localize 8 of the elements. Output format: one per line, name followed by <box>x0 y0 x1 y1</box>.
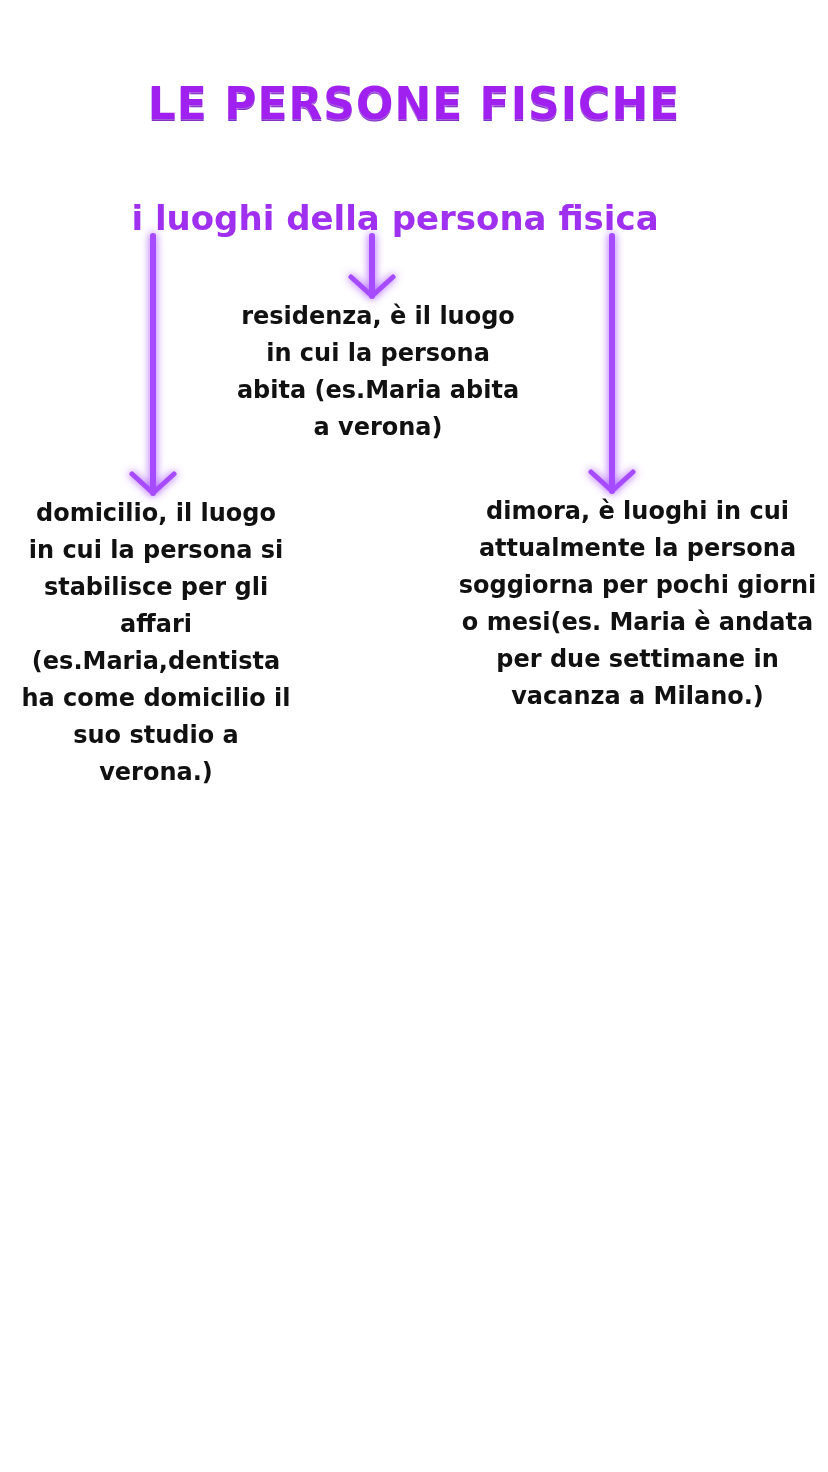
concept-text: dimora, è luoghi in cui attualmente la persona soggiorna per pochi giorni o mesi(es. Maria è andata per due settimane in vacanza a Milano.) <box>455 493 820 715</box>
arrow <box>588 233 636 494</box>
title: LE PERSONE FISICHE <box>146 78 682 129</box>
concept-text: domicilio, il luogo in cui la persona si stabilisce per gli affari (es.Maria,dentista ha come domicilio il suo studio a verona.) <box>20 495 292 791</box>
arrow <box>129 233 177 496</box>
arrow <box>348 233 396 299</box>
heading-text: i luoghi della persona fisica <box>110 196 680 240</box>
concept-text: residenza, è il luogo in cui la persona abita (es.Maria abita a verona) <box>228 298 528 446</box>
